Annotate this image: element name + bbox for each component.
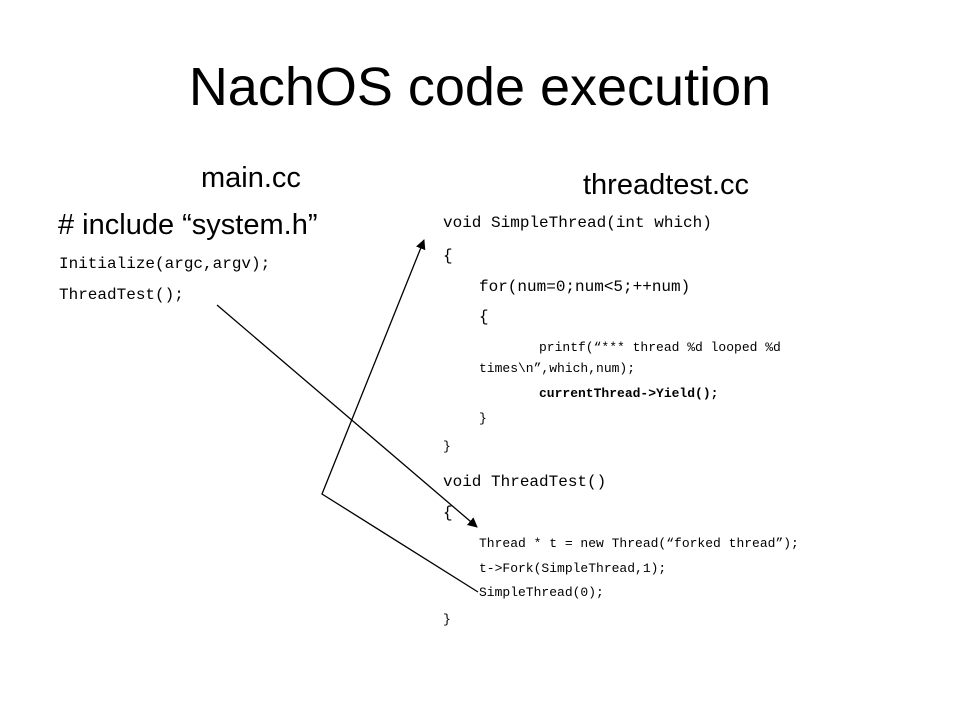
threadtest-code-line: Thread * t = new Thread(“forked thread”)… [479,536,799,551]
threadtest-code-line: { [479,308,489,326]
threadtest-code-line: for(num=0;num<5;++num) [479,278,691,296]
threadtest-code-line: } [443,612,451,627]
arrow-threadtest-call [216,304,478,528]
threadtest-code-line: } [443,439,451,454]
threadtest-code-line: t->Fork(SimpleThread,1); [479,561,667,576]
threadtest-code-line: { [443,247,453,265]
threadtest-code-line: times\n”,which,num); [479,361,636,376]
main-cc-heading: main.cc [201,162,301,194]
threadtest-code-line: void ThreadTest() [443,473,607,491]
threadtest-code-line: currentThread->Yield(); [539,386,719,401]
arrow-simplethread-call [321,239,479,593]
threadtest-code-line: { [443,504,453,522]
threadtest-code-line: printf(“*** thread %d looped %d [539,340,781,355]
threadtest-cc-heading: threadtest.cc [583,169,750,201]
threadtest-code-line: } [479,411,487,426]
main-code-line: Initialize(argc,argv); [59,255,271,273]
include-line: # include “system.h” [58,209,318,241]
slide-title: NachOS code execution [188,57,772,117]
threadtest-code-line: void SimpleThread(int which) [443,214,712,232]
threadtest-code-line: SimpleThread(0); [479,585,604,600]
main-code-line: ThreadTest(); [59,286,184,304]
